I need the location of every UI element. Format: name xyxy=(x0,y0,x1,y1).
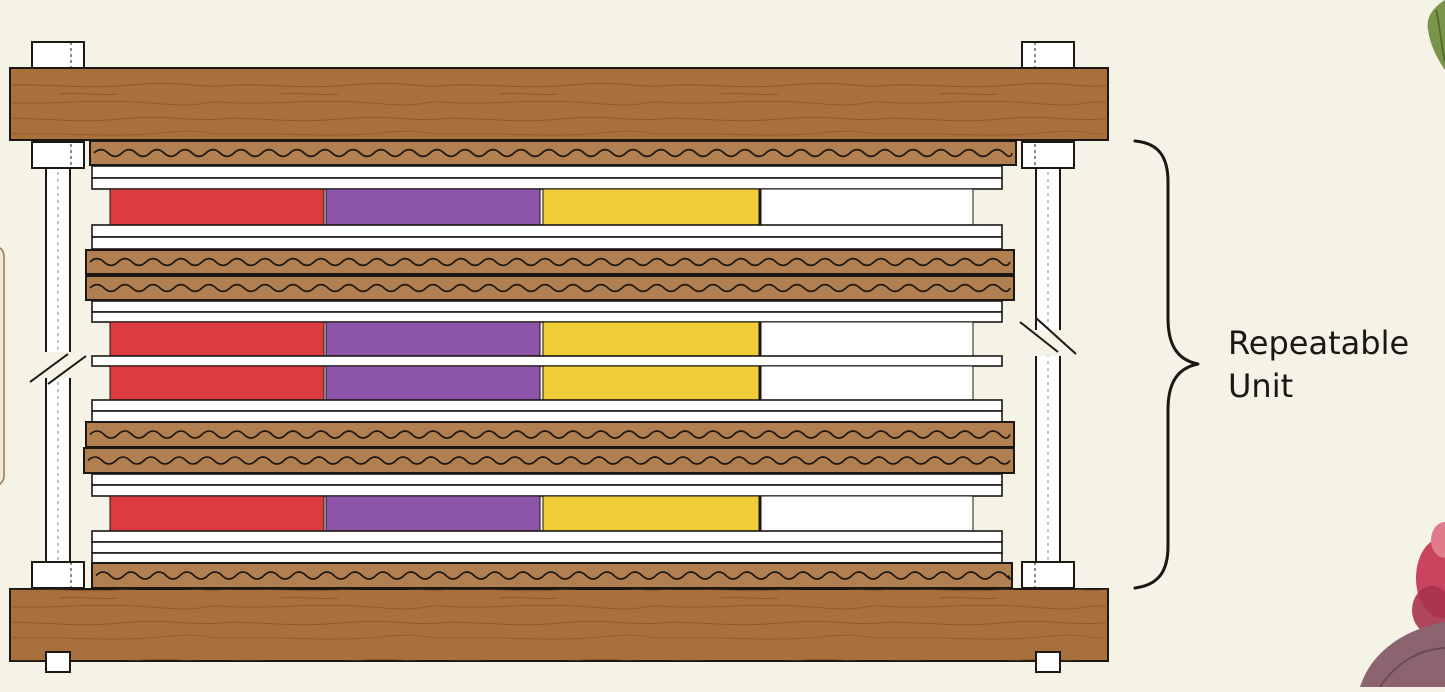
cardboard-layer xyxy=(89,140,1017,166)
cardboard-flute xyxy=(95,571,1011,580)
cardboard-flute xyxy=(93,148,1013,158)
paper-sheet xyxy=(91,541,1003,554)
sample-red xyxy=(109,365,325,401)
paper-sheet xyxy=(91,236,1003,250)
paper-sheet xyxy=(91,177,1003,190)
sample-blank xyxy=(760,321,974,357)
repeatable-unit-label-line1: Repeatable xyxy=(1228,324,1409,362)
press-layer-stack xyxy=(83,140,1017,589)
sample-purple xyxy=(325,365,541,401)
sample-red xyxy=(109,321,325,357)
cardboard-layer xyxy=(91,562,1013,589)
sample-yellow xyxy=(542,188,760,226)
paper-sheet xyxy=(91,300,1003,313)
sample-red xyxy=(109,188,325,226)
sample-yellow xyxy=(542,321,760,357)
paper-sheet xyxy=(91,552,1003,564)
sample-purple xyxy=(325,321,541,357)
sample-purple xyxy=(325,495,541,532)
paper-sheet xyxy=(91,399,1003,412)
top-wood-board xyxy=(9,67,1109,141)
sample-purple xyxy=(325,188,541,226)
sample-blank xyxy=(760,188,974,226)
cardboard-flute xyxy=(89,257,1011,267)
paper-sheet xyxy=(91,530,1003,543)
curly-brace-icon xyxy=(1133,139,1200,590)
bottom-wood-board xyxy=(9,588,1109,662)
paper-sheet xyxy=(91,311,1003,323)
double-slash-break-icon xyxy=(29,317,1077,385)
pressed-flower-icon xyxy=(1360,0,1445,688)
cardboard-flute xyxy=(87,456,1011,465)
cardboard-flute xyxy=(89,430,1011,439)
sample-yellow xyxy=(542,495,760,532)
paper-sheet xyxy=(91,484,1003,497)
paper-sheet xyxy=(91,473,1003,486)
corner-decor-left xyxy=(0,247,5,485)
paper-sheet xyxy=(91,410,1003,423)
sample-red xyxy=(109,495,325,532)
repeatable-unit-label-line2: Unit xyxy=(1228,367,1293,405)
paper-sheet xyxy=(91,224,1003,238)
bolt-ends xyxy=(45,651,1061,673)
sample-blank xyxy=(760,365,974,401)
cardboard-flute xyxy=(89,283,1011,293)
sample-yellow xyxy=(542,365,760,401)
paper-sheet xyxy=(91,355,1003,367)
sample-blank xyxy=(760,495,974,532)
paper-sheet xyxy=(91,165,1003,179)
